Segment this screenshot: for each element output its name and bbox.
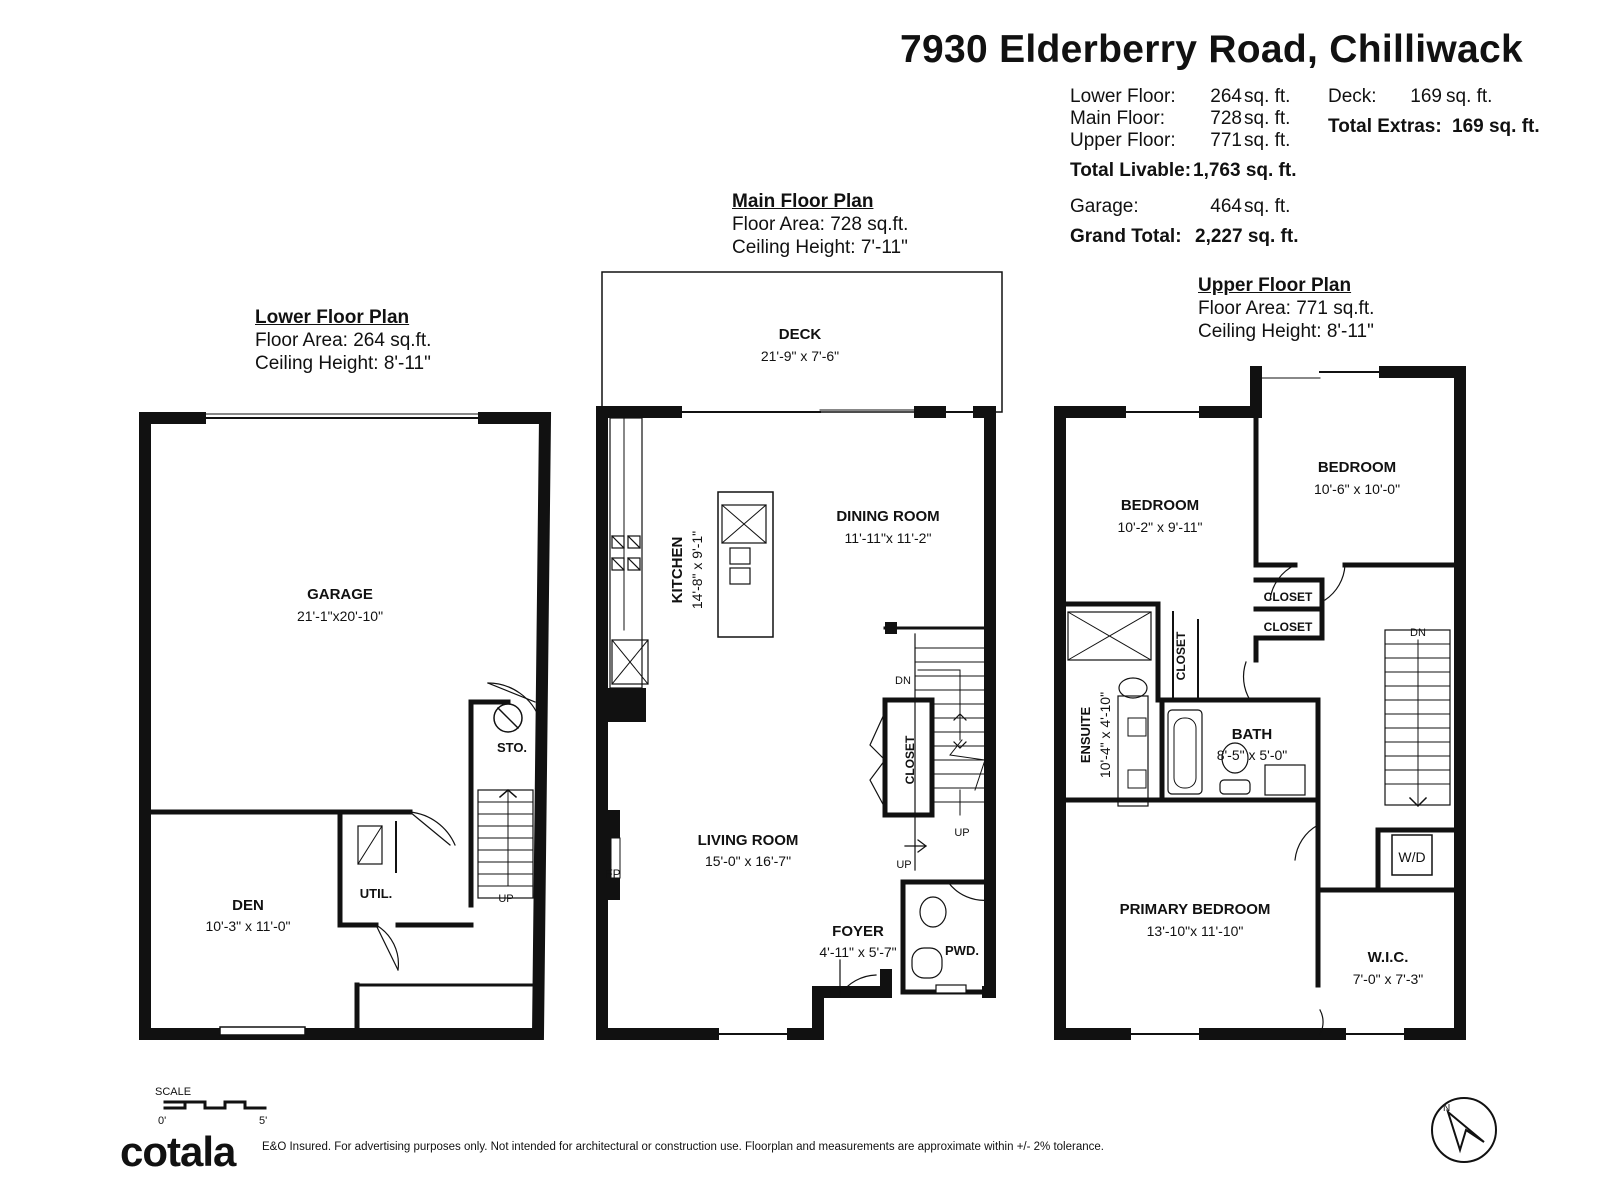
upper-floor-unit: sq. ft. (1244, 130, 1291, 151)
room-label-dining: DINING ROOM (836, 508, 939, 525)
fireplace-label: FP (605, 867, 620, 881)
room-label-deck: DECK (779, 326, 822, 343)
room-label-foyer: FOYER (832, 923, 884, 940)
total-livable-value: 1,763 sq. ft. (1193, 160, 1297, 181)
grand-total-value: 2,227 sq. ft. (1195, 226, 1299, 247)
upper-floor-ceiling: Ceiling Height: 8'-11" (1198, 321, 1374, 342)
deck-label: Deck: (1328, 86, 1377, 107)
room-dim-foyer: 4'-11" x 5'-7" (819, 944, 896, 960)
lower-floor-value: 264 (1210, 86, 1242, 107)
washer-dryer-label: W/D (1398, 849, 1425, 865)
property-address-title: 7930 Elderberry Road, Chilliwack (900, 28, 1524, 71)
room-label-primary-bedroom: PRIMARY BEDROOM (1120, 901, 1271, 918)
room-label-wic: W.I.C. (1368, 949, 1409, 966)
room-label-closet-2: CLOSET (1264, 620, 1313, 634)
room-label-den: DEN (232, 897, 264, 914)
main-floor-unit: sq. ft. (1244, 108, 1291, 129)
main-floor-area: Floor Area: 728 sq.ft. (732, 214, 909, 235)
main-floor-ceiling: Ceiling Height: 7'-11" (732, 237, 908, 258)
lower-floor-area: Floor Area: 264 sq.ft. (255, 330, 432, 351)
main-floor-value: 728 (1210, 108, 1242, 129)
room-label-bedroom-2: BEDROOM (1318, 459, 1396, 476)
lower-floor-ceiling: Ceiling Height: 8'-11" (255, 353, 431, 374)
upper-floor-value: 771 (1210, 130, 1242, 151)
scale-end: 5' (259, 1115, 267, 1127)
north-arrow-icon (1431, 1097, 1497, 1163)
deck-value: 169 (1410, 86, 1442, 107)
lower-floor-labels: GARAGE 21'-1"x20'-10" DEN 10'-3" x 11'-0… (205, 586, 527, 934)
total-livable-label: Total Livable: (1070, 160, 1192, 181)
stair-down-label: DN (1410, 627, 1426, 639)
total-extras-value: 169 sq. ft. (1452, 116, 1540, 137)
lower-floor-header: Lower Floor Plan Floor Area: 264 sq.ft. … (255, 306, 431, 375)
scale-labels: SCALE 0' 5' N (155, 1086, 1450, 1127)
upper-floor-area: Floor Area: 771 sq.ft. (1198, 298, 1375, 319)
scale-label: SCALE (155, 1086, 191, 1098)
north-label: N (1443, 1103, 1450, 1114)
scale-bar (165, 1102, 267, 1108)
room-dim-living: 15'-0" x 16'-7" (705, 853, 791, 869)
lower-floor-heading: Lower Floor Plan (255, 307, 410, 328)
room-label-bedroom-1: BEDROOM (1121, 497, 1199, 514)
main-floor-label: Main Floor: (1070, 108, 1166, 129)
room-dim-primary-bedroom: 13'-10"x 11'-10" (1147, 923, 1244, 939)
lower-floor-label: Lower Floor: (1070, 86, 1176, 107)
room-label-kitchen: KITCHEN (669, 537, 686, 604)
garage-unit: sq. ft. (1244, 196, 1291, 217)
garage-value: 464 (1210, 196, 1242, 217)
room-label-ensuite: ENSUITE (1078, 707, 1093, 764)
upper-floor-labels: BEDROOM 10'-6" x 10'-0" BEDROOM 10'-2" x… (1078, 459, 1426, 987)
room-label-closet-3: CLOSET (1174, 631, 1188, 680)
room-dim-garage: 21'-1"x20'-10" (297, 608, 383, 624)
scale-start: 0' (158, 1115, 166, 1127)
stair-up-label: UP (954, 827, 969, 839)
upper-floor-header: Upper Floor Plan Floor Area: 771 sq.ft. … (1198, 274, 1374, 343)
room-label-utility: UTIL. (360, 886, 393, 901)
room-dim-wic: 7'-0" x 7'-3" (1353, 971, 1424, 987)
room-label-closet-1: CLOSET (1264, 590, 1313, 604)
room-dim-ensuite: 10'-4" x 4'-10" (1097, 692, 1113, 778)
room-label-bath: BATH (1232, 726, 1273, 743)
main-floor-plan (596, 271, 1003, 1040)
room-dim-deck: 21'-9" x 7'-6" (761, 348, 839, 364)
total-extras-label: Total Extras: (1328, 116, 1442, 137)
main-floor-heading: Main Floor Plan (732, 191, 874, 212)
main-floor-header: Main Floor Plan Floor Area: 728 sq.ft. C… (732, 190, 908, 259)
upper-floor-label: Upper Floor: (1070, 130, 1176, 151)
lower-floor-plan (139, 412, 552, 1040)
room-dim-bedroom-2: 10'-6" x 10'-0" (1314, 481, 1400, 497)
upper-floor-plan (1054, 366, 1466, 1040)
room-label-living: LIVING ROOM (698, 832, 799, 849)
room-label-storage: STO. (497, 740, 527, 755)
room-dim-bedroom-1: 10'-2" x 9'-11" (1117, 519, 1202, 535)
cotala-logo: cotala (120, 1128, 236, 1175)
garage-label: Garage: (1070, 196, 1139, 217)
room-dim-den: 10'-3" x 11'-0" (205, 918, 290, 934)
room-label-powder: PWD. (945, 943, 979, 958)
deck-unit: sq. ft. (1446, 86, 1493, 107)
lower-floor-unit: sq. ft. (1244, 86, 1291, 107)
stair-down-label: DN (895, 675, 911, 687)
room-label-closet: CLOSET (903, 735, 917, 784)
room-dim-kitchen: 14'-8" x 9'-1" (689, 531, 705, 609)
upper-floor-heading: Upper Floor Plan (1198, 275, 1352, 296)
stair-up-label: UP (498, 893, 513, 905)
main-floor-labels: DECK 21'-9" x 7'-6" KITCHEN 14'-8" x 9'-… (605, 326, 979, 960)
disclaimer-text: E&O Insured. For advertising purposes on… (262, 1141, 1104, 1153)
grand-total-label: Grand Total: (1070, 226, 1182, 247)
room-dim-dining: 11'-11"x 11'-2" (845, 530, 932, 546)
room-dim-bath: 8'-5" x 5'-0" (1217, 747, 1288, 763)
room-label-garage: GARAGE (307, 586, 373, 603)
stair-up-label-foyer: UP (896, 859, 911, 871)
